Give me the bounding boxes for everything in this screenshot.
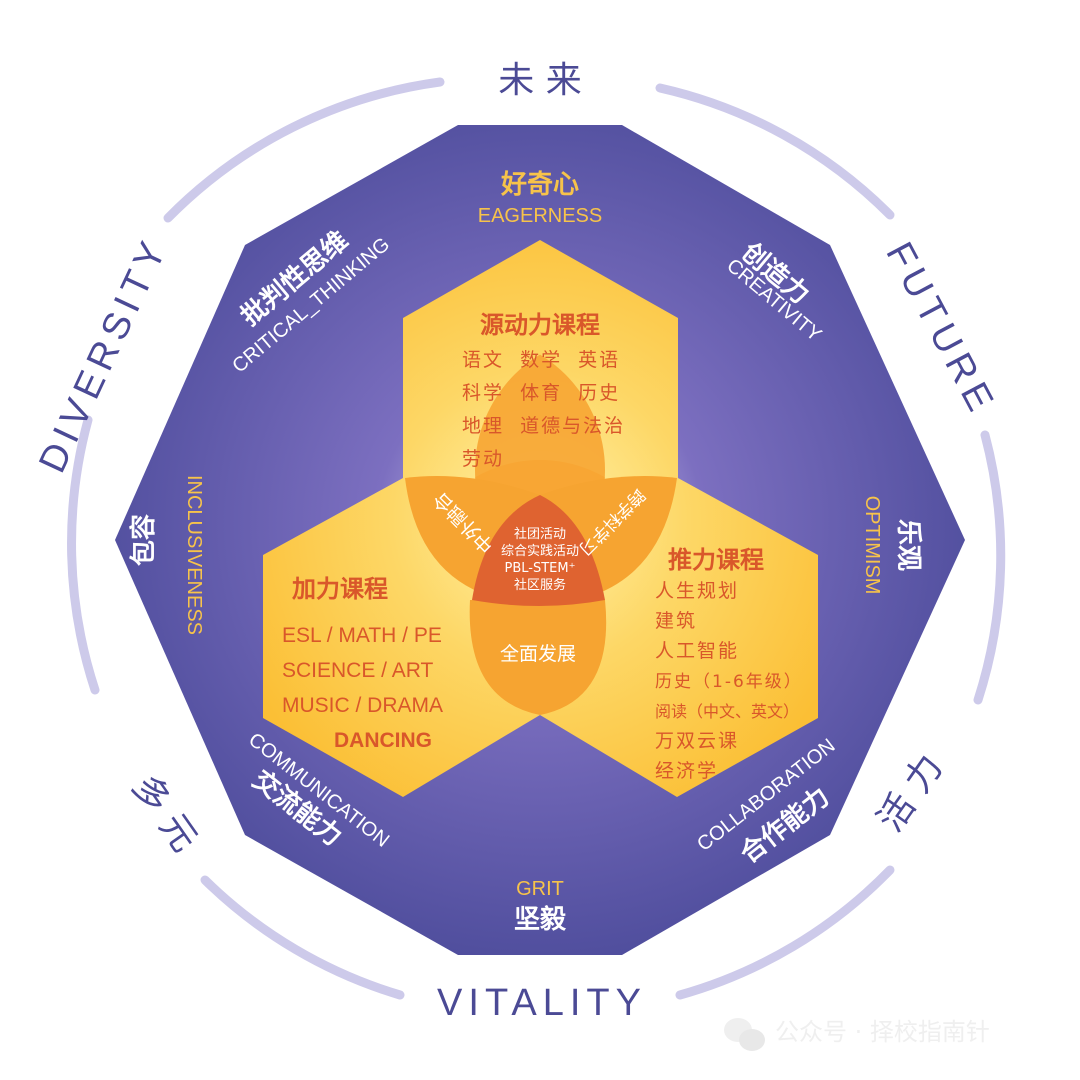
- watermark: 公众号 · 择校指南针: [724, 1018, 990, 1051]
- outer-ring: [67, 77, 1006, 1000]
- trait-inclusiveness-en: INCLUSIVENESS: [183, 475, 205, 635]
- ring-label-vitality-cn: 活 力: [870, 747, 951, 839]
- center-overlap: [472, 495, 605, 606]
- trait-eagerness-cn: 好奇心: [500, 170, 579, 200]
- wechat-icon: [724, 1018, 765, 1051]
- ring-label-vitality: VITALITY: [437, 982, 647, 1024]
- push-curriculum-title: 推力课程: [668, 546, 764, 574]
- push-item: 人工智能: [655, 640, 739, 662]
- core-item: 语文 数学 英语: [462, 349, 620, 371]
- core-curriculum-title: 源动力课程: [480, 311, 600, 339]
- push-item: 人生规划: [655, 580, 739, 602]
- push-item: 万双云课: [655, 730, 739, 752]
- plus-item: MUSIC / DRAMA: [282, 694, 443, 717]
- center-item: 综合实践活动: [501, 544, 579, 559]
- core-item: 劳动: [462, 448, 504, 470]
- plus-item: SCIENCE / ART: [282, 659, 433, 682]
- push-item: 阅读（中文、英文）: [655, 702, 799, 721]
- trait-grit-cn: 坚毅: [514, 904, 567, 935]
- center-item: PBL-STEM⁺: [505, 561, 576, 576]
- center-item: 社团活动: [514, 526, 566, 542]
- plus-item: ESL / MATH / PE: [282, 624, 442, 647]
- core-item: 科学 体育 历史: [462, 382, 620, 404]
- trait-grit-en: GRIT: [516, 878, 564, 900]
- petal-bottom-shape: [469, 600, 607, 715]
- push-item: 建筑: [655, 610, 697, 632]
- plus-item: DANCING: [334, 729, 432, 752]
- push-item: 经济学: [655, 760, 718, 782]
- trait-inclusiveness-cn: 包容: [128, 514, 159, 566]
- core-item: 地理 道德与法治: [462, 415, 625, 437]
- center-item: 社区服务: [514, 577, 566, 593]
- ring-label-diversity: DIVERSITY: [31, 231, 177, 480]
- trait-eagerness-en: EAGERNESS: [478, 205, 602, 227]
- plus-curriculum-title: 加力课程: [292, 575, 388, 603]
- trait-optimism-cn: 乐观: [893, 519, 923, 571]
- push-item: 历史（1-6年级）: [655, 672, 803, 692]
- trait-optimism-en: OPTIMISM: [861, 496, 883, 595]
- overlap-bottom-label: 全面发展: [500, 643, 576, 665]
- watermark-text: 公众号 · 择校指南针: [775, 1018, 990, 1046]
- ring-label-diversity-cn: 多 元: [124, 767, 205, 859]
- ring-label-top: 未 来: [498, 60, 581, 101]
